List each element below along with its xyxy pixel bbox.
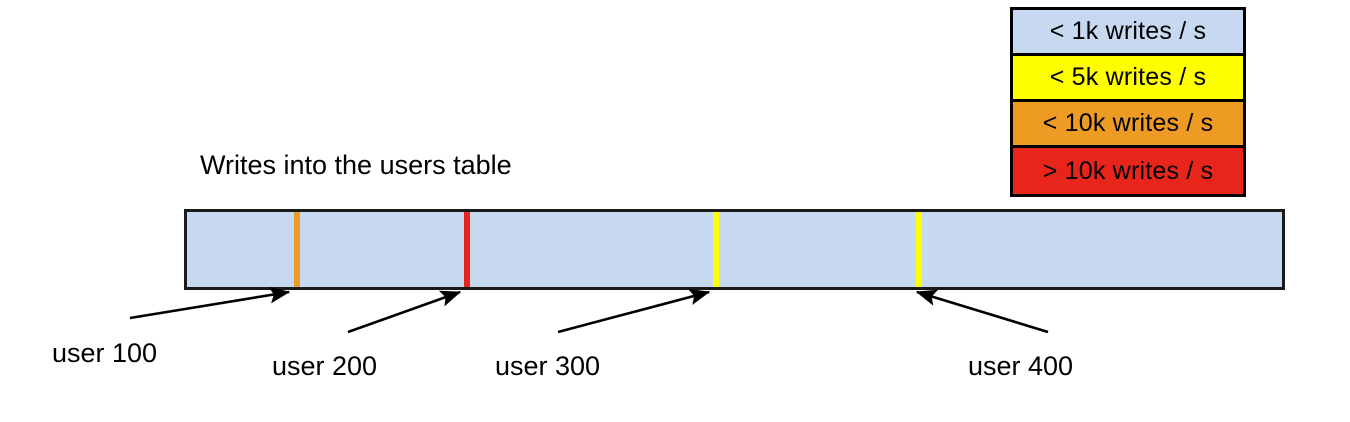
legend-label: < 10k writes / s — [1042, 109, 1214, 137]
legend: < 1k writes / s < 5k writes / s < 10k wr… — [1010, 7, 1246, 197]
callout-text: user 200 — [272, 351, 378, 381]
bar-marker-user-200 — [464, 212, 470, 287]
arrow-user-100 — [129, 286, 291, 320]
legend-row-under-10k: < 10k writes / s — [1013, 102, 1243, 148]
legend-label: > 10k writes / s — [1042, 156, 1214, 185]
legend-label: < 1k writes / s — [1049, 17, 1207, 45]
arrow-user-400 — [915, 289, 1049, 334]
callout-label-user-200: user 200 — [272, 353, 377, 380]
legend-row-over-10k: > 10k writes / s — [1013, 148, 1243, 194]
arrow-user-200 — [347, 290, 462, 334]
bar-marker-user-400 — [916, 212, 922, 287]
legend-row-under-5k: < 5k writes / s — [1013, 56, 1243, 102]
legend-row-under-1k: < 1k writes / s — [1013, 10, 1243, 56]
callout-label-user-300: user 300 — [495, 353, 600, 380]
arrow-user-300 — [557, 288, 711, 334]
chart-title: Writes into the users table — [200, 150, 512, 180]
callout-text: user 100 — [52, 338, 158, 368]
callout-text: user 400 — [968, 351, 1074, 381]
callout-label-user-400: user 400 — [968, 353, 1073, 380]
bar-marker-user-300 — [713, 212, 719, 287]
legend-label: < 5k writes / s — [1049, 63, 1207, 91]
callout-text: user 300 — [495, 351, 601, 381]
bar-marker-user-100 — [294, 212, 300, 287]
users-table-bar — [184, 209, 1285, 290]
callout-label-user-100: user 100 — [52, 340, 157, 367]
